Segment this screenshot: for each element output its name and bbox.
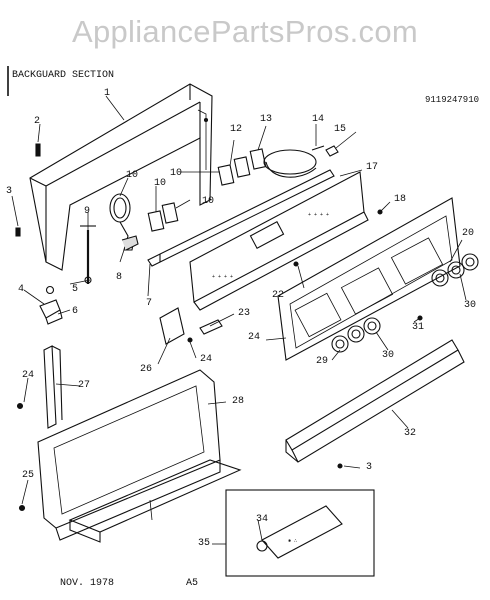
part-inset-35: ✱ ∴ bbox=[225, 489, 375, 577]
part-support-bar bbox=[147, 169, 335, 267]
callout-1: 1 bbox=[104, 88, 111, 99]
callout-17: 17 bbox=[366, 162, 379, 173]
svg-text:+ + + +: + + + + bbox=[308, 212, 329, 218]
callout-15: 15 bbox=[334, 124, 347, 135]
part-knobs-lower bbox=[331, 317, 381, 353]
callout-10: 10 bbox=[154, 178, 167, 189]
callout-23: 23 bbox=[238, 308, 251, 319]
callout-18: 18 bbox=[394, 194, 407, 205]
callout-31: 31 bbox=[412, 322, 425, 333]
callout-8: 8 bbox=[116, 272, 123, 283]
section-title: BACKGUARD SECTION bbox=[12, 70, 115, 81]
callout-10: 10 bbox=[170, 168, 183, 179]
callout-3: 3 bbox=[366, 462, 373, 473]
part-bottom-trim bbox=[68, 459, 242, 543]
part-bracket-6 bbox=[39, 285, 63, 325]
callout-30: 30 bbox=[382, 350, 395, 361]
callout-4: 4 bbox=[18, 284, 25, 295]
callout-22: 22 bbox=[272, 290, 285, 301]
part-side-bracket bbox=[43, 345, 63, 429]
callout-24: 24 bbox=[200, 354, 213, 365]
part-wire-harness bbox=[263, 145, 325, 178]
callout-27: 27 bbox=[78, 380, 91, 391]
part-control-panel: + + + + + + + + bbox=[189, 171, 369, 311]
part-clip-14 bbox=[325, 145, 339, 157]
watermark-logo: AppliancePartsPros.com bbox=[71, 14, 419, 49]
part-timer-motor bbox=[109, 193, 139, 251]
leader-lines bbox=[11, 95, 467, 545]
callout-10: 10 bbox=[126, 170, 139, 181]
callout-14: 14 bbox=[312, 114, 325, 125]
callout-30: 30 bbox=[464, 300, 477, 311]
callout-9: 9 bbox=[84, 206, 91, 217]
svg-text:✱ ∴: ✱ ∴ bbox=[288, 538, 297, 544]
callout-35: 35 bbox=[198, 538, 211, 549]
callout-34: 34 bbox=[256, 514, 269, 525]
part-bracket-rod bbox=[80, 225, 96, 284]
model-code: 9119247910 bbox=[425, 95, 480, 105]
part-screws bbox=[15, 143, 41, 237]
callout-2: 2 bbox=[34, 116, 41, 127]
part-front-panel bbox=[277, 197, 461, 361]
callout-10: 10 bbox=[202, 196, 215, 207]
callout-5: 5 bbox=[72, 284, 79, 295]
part-lower-rail bbox=[285, 339, 465, 463]
part-knobs-upper bbox=[431, 253, 479, 287]
callout-24: 24 bbox=[248, 332, 261, 343]
callout-6: 6 bbox=[72, 306, 79, 317]
part-lower-panel bbox=[37, 369, 221, 541]
callout-29: 29 bbox=[316, 356, 329, 367]
callout-26: 26 bbox=[140, 364, 153, 375]
callout-32: 32 bbox=[404, 428, 417, 439]
part-small-screws bbox=[16, 209, 423, 512]
callout-7: 7 bbox=[146, 298, 153, 309]
footer-page: A5 bbox=[186, 578, 199, 589]
svg-text:+ + + +: + + + + bbox=[212, 274, 233, 280]
part-switches bbox=[147, 148, 267, 232]
callout-13: 13 bbox=[260, 114, 273, 125]
part-backguard-panel bbox=[29, 83, 213, 271]
callout-12: 12 bbox=[230, 124, 243, 135]
callout-28: 28 bbox=[232, 396, 245, 407]
callout-20: 20 bbox=[462, 228, 475, 239]
callout-24: 24 bbox=[22, 370, 35, 381]
part-plate-25 bbox=[159, 307, 223, 345]
callout-3: 3 bbox=[6, 186, 13, 197]
callout-25: 25 bbox=[22, 470, 35, 481]
footer-date: NOV. 1978 bbox=[60, 578, 115, 589]
